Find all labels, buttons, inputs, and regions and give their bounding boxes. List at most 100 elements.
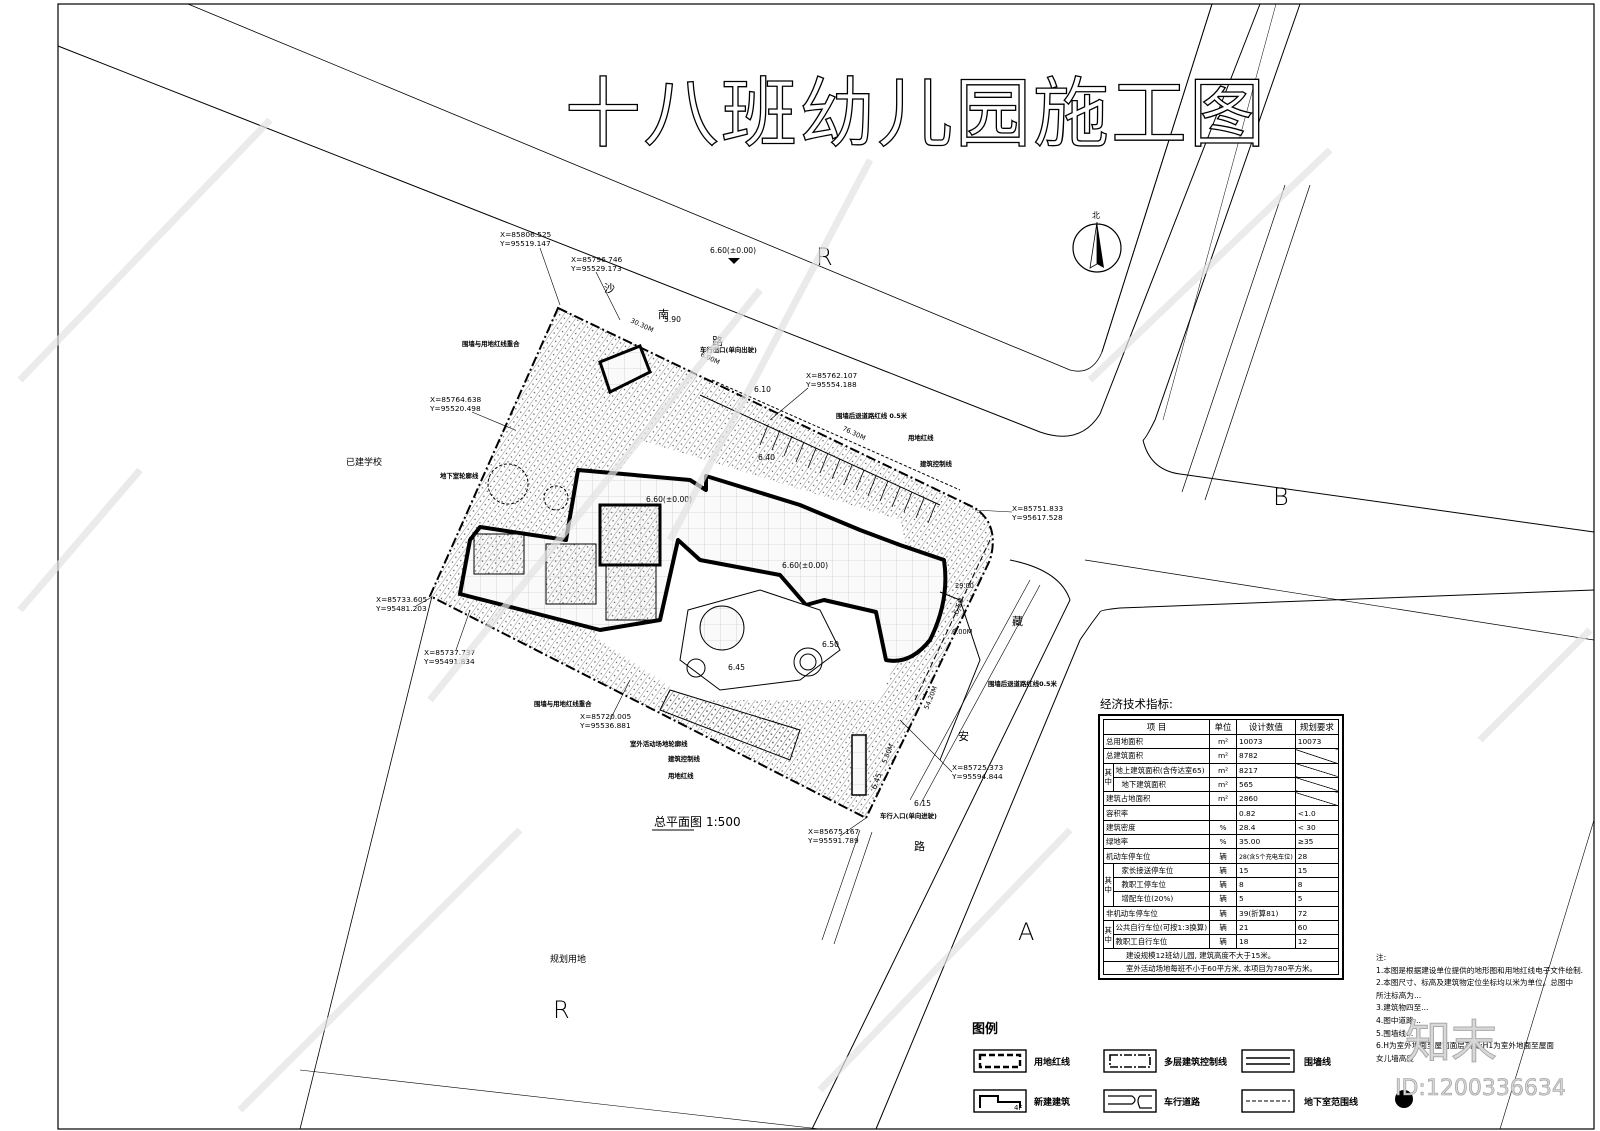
coord-x: X=85725.373 [952,763,1004,772]
cell-unit: 辆 [1209,862,1237,878]
callout-label: 围墙与用地红线重合 [462,339,520,348]
cell-item: 增配车位(20%) [1112,891,1211,907]
callout-label: 用地红线 [908,433,934,442]
table-row: 其中 地上建筑面积(含传达室65) m² 8217 [1103,762,1340,793]
cell-unit: m² [1209,776,1237,793]
group-label: 其中 [1103,762,1114,793]
road-char: 沙 [604,282,615,295]
cell-design: 5 [1236,891,1296,907]
col-header: 规划要求 [1294,719,1340,735]
coord-y: Y=95591.789 [807,836,859,845]
label-existing-school: 已建学校 [346,456,382,468]
legend-symbols [973,1049,1413,1113]
note-line: 女儿墙高度 [1376,1053,1414,1063]
road-shanan [57,3,1595,1130]
cell-design: 2860 [1236,791,1296,807]
plan-title: 总平面图 [654,815,702,829]
tech-indicators-table: 经济技术指标: 项 目 单位 设计数值 规划要求 总用地面积 m² 10073 … [1098,697,1344,981]
zone-r-bottom: R [553,996,570,1024]
legend-label: 新建建筑 [1034,1098,1071,1108]
cell-plan: 8 [1294,876,1340,893]
elevation-label: 6.10 [754,385,771,394]
group-label: 其中 [1103,862,1114,907]
notes-head: 注: [1376,953,1387,962]
callout-label: 车行入口(单向进驶) [880,811,937,820]
plan-scale: 1:500 [706,815,741,829]
callout-label: 车行出口(单向出驶) [700,345,757,354]
legend-tag: 4F [1014,1104,1022,1112]
note-line: 6.H为室外地面至屋面面层高度;H1为室外地面至屋面 [1376,1041,1554,1051]
dimension-label: 30.30M [629,317,655,335]
label-planned-land: 规划用地 [550,953,586,965]
cell-item: 机动车停车位 [1102,848,1211,864]
watermark-brand: 知末 [1405,1015,1498,1070]
site-features [487,344,991,796]
coord-x: X=85720.005 [580,712,632,721]
callout-label: 用地红线 [668,771,694,780]
cell-design: 8 [1236,876,1296,893]
coord-y: Y=95536.881 [579,721,631,730]
cell-item: 教职工自行车位 [1112,934,1211,950]
parking-icon [1395,1090,1413,1108]
cell-design: 565 [1236,776,1296,793]
cell-unit: m² [1209,762,1237,778]
coord-x: X=85751.833 [1012,504,1064,513]
cell-plan: 5 [1294,891,1340,907]
cell-unit: m² [1209,733,1237,750]
cell-plan: < 30 [1294,819,1340,836]
watermark-id: ID:1200336634 [1395,1076,1566,1102]
table-row: 建筑占地面积 m² 2860 [1102,791,1340,807]
elevation-label: 6.60(±0.00) [710,246,756,255]
cell-item: 公共自行车位(可按1:3换算) [1112,919,1211,936]
coord-leaders [415,247,1013,837]
cell-item: 家长接送停车位 [1112,862,1211,878]
cell-design: 0.82 [1236,805,1296,821]
col-header: 单位 [1209,719,1237,735]
elevation-label: 6.60(±0.00) [646,495,692,504]
cell-plan: 15 [1294,862,1340,878]
cell-unit: 辆 [1209,848,1237,864]
coord-x: X=85675.167 [808,827,860,836]
table-row: 机动车停车位 辆 28(含5个充电车位) 28 [1102,848,1340,864]
dimension-label: 29.00 [955,582,974,590]
cell-plan: 60 [1294,919,1340,936]
col-header: 项 目 [1102,719,1211,735]
callout-label: 室外活动场地轮廓线 [630,739,688,748]
cell-design: 18 [1236,934,1296,950]
table-row: 其中 家长接送停车位 辆 15 15 [1103,862,1340,907]
coord-y: Y=95519.147 [499,239,551,248]
cell-unit: 辆 [1209,934,1237,950]
cell-plan: 72 [1294,905,1340,921]
cell-unit: % [1209,819,1237,836]
table-row: 地下建筑面积 m² 565 [1104,776,1340,793]
legend-label: 地下室范围线 [1304,1098,1359,1108]
table-row: 教职工停车位 辆 8 8 [1104,876,1340,893]
callout-label: 地下室轮廓线 [440,471,479,480]
table-footnote-row: 建设规模12班幼儿园, 建筑高度不大于15米。 [1103,948,1339,963]
callout-label: 围墙后退道路红线0.5米 [988,679,1057,688]
cell-plan: 12 [1294,934,1340,950]
cell-unit: m² [1209,748,1237,764]
zone-a: A [1018,918,1034,946]
dimension-label: 6.00M [952,628,973,636]
table-footnote-row: 室外活动场地每班不小于60平方米, 本项目为780平方米。 [1103,961,1339,976]
road-char: 藏 [1012,615,1023,628]
legend-title: 图例 [972,1022,999,1037]
note-line: 4.图中道路... [1376,1015,1421,1025]
cell-design: 28.4 [1236,819,1296,836]
note-line: 3.建筑物四至... [1376,1003,1429,1013]
cell-item: 总建筑面积 [1102,748,1211,764]
cell-design: 15 [1236,862,1296,878]
cell-plan-empty [1294,791,1340,807]
cell-item: 建筑密度 [1102,819,1211,836]
cell-unit: m² [1209,791,1237,807]
elevation-marker-icon [728,258,740,264]
tech-table-title: 经济技术指标: [1100,697,1173,711]
legend-label: 围墙线 [1304,1058,1332,1068]
cell-plan-empty [1294,748,1340,764]
cell-design: 21 [1236,919,1296,936]
new-building [458,468,948,663]
table-row: 增配车位(20%) 辆 5 5 [1104,891,1340,907]
cell-design: 35.00 [1236,834,1296,850]
coord-y: Y=95617.528 [1011,513,1063,522]
